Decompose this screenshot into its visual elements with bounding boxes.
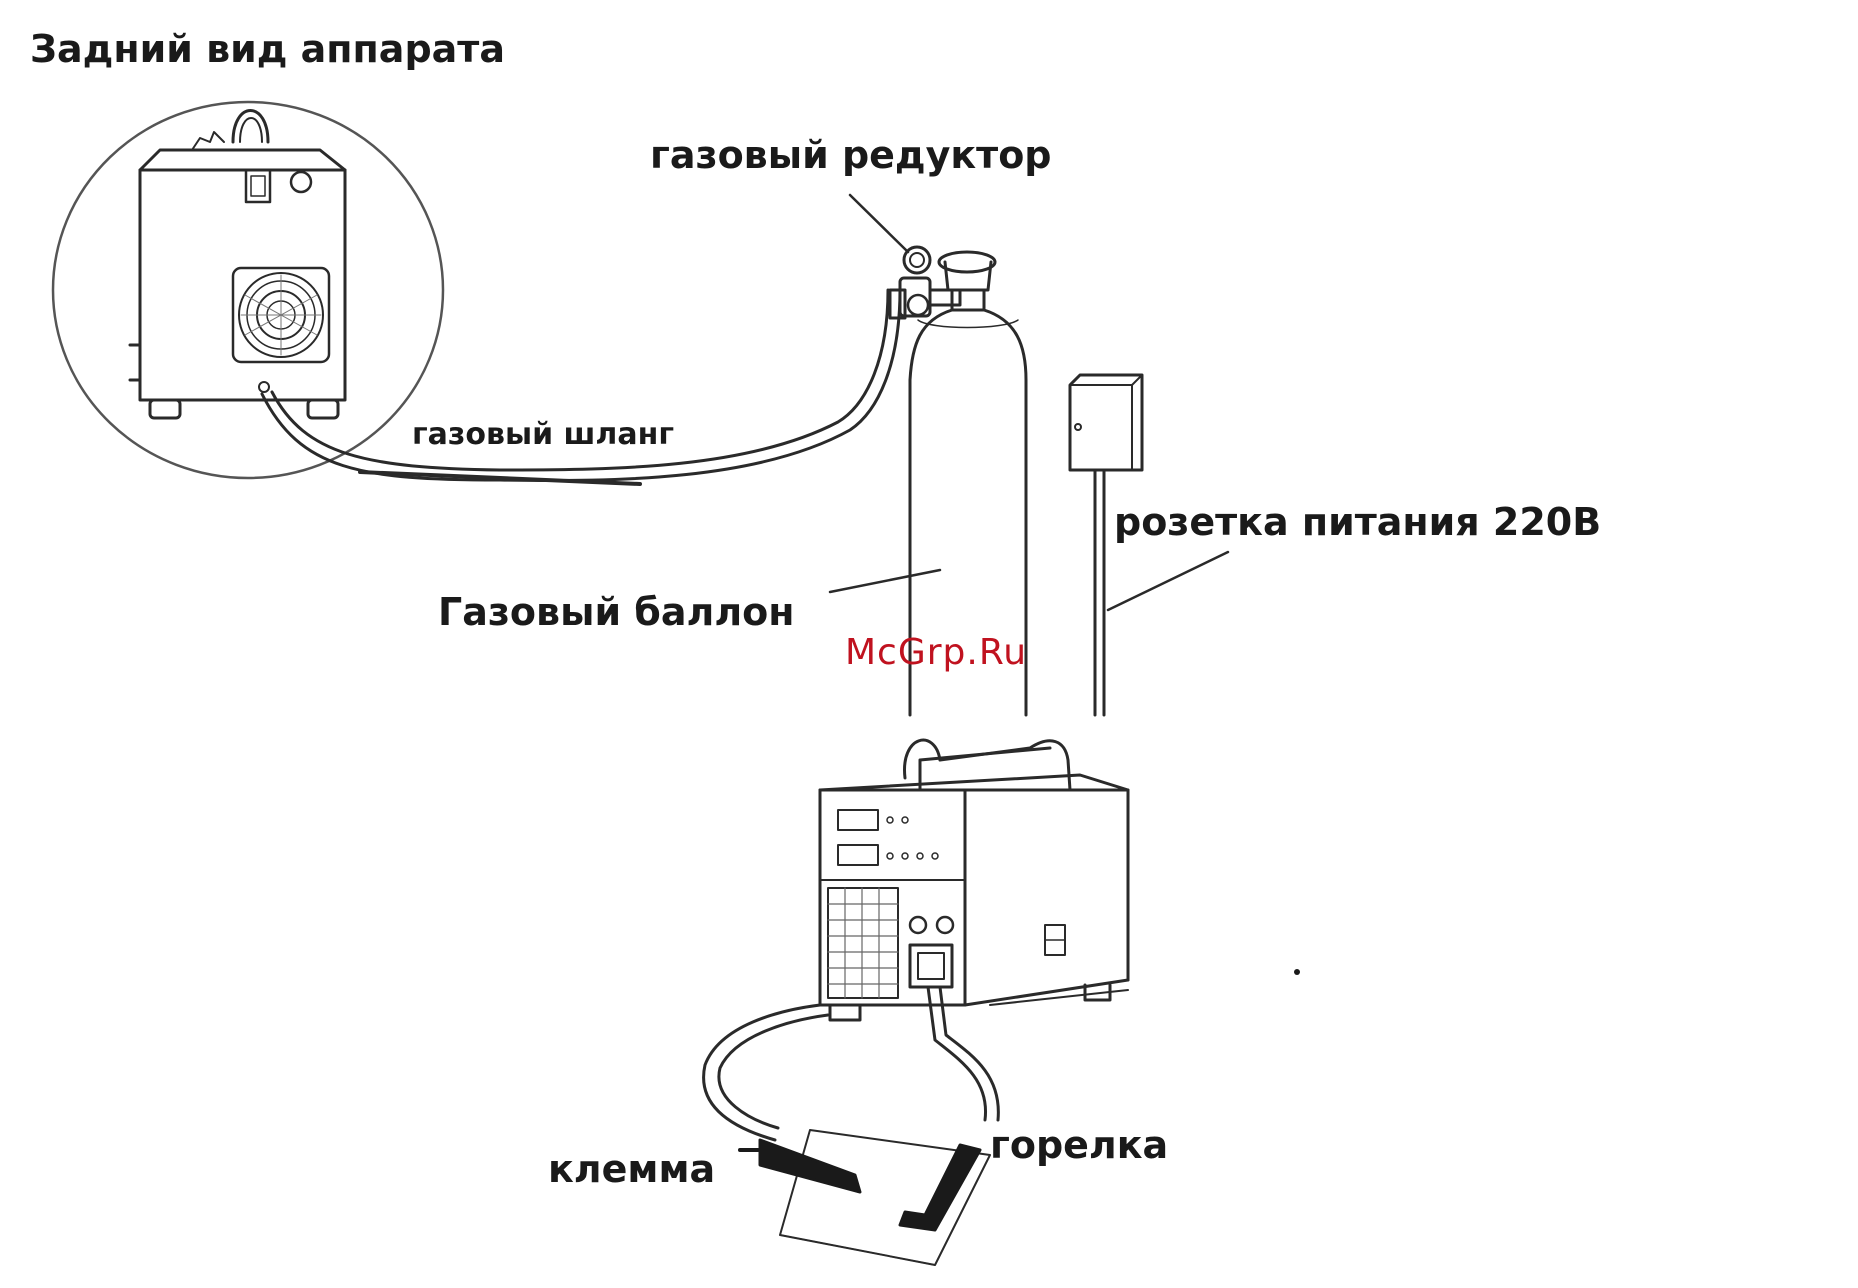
gas-inlet: [259, 382, 269, 392]
gas-cylinder-label: Газовый баллон: [438, 593, 795, 631]
stray-dot: [1294, 969, 1300, 975]
torch-drawing: [900, 1145, 980, 1230]
gas-hose-line: [262, 290, 900, 484]
regulator-leader-line: [850, 195, 908, 252]
watermark: McGrp.Ru: [845, 635, 1027, 671]
rear-view-machine-body: [130, 111, 345, 419]
socket-leader-line: [1108, 552, 1228, 610]
power-socket-drawing: [1070, 375, 1142, 715]
welding-cables: [704, 987, 999, 1140]
gas-regulator-label: газовый редуктор: [650, 136, 1052, 174]
gas-hose-label: газовый шланг: [412, 420, 674, 450]
power-socket-label: розетка питания 220В: [1114, 503, 1601, 541]
cooling-fan: [233, 268, 329, 362]
clamp-label: клемма: [548, 1150, 715, 1188]
rear-view-label: Задний вид аппарата: [30, 30, 505, 68]
torch-label: горелка: [990, 1126, 1168, 1164]
power-switch: [246, 170, 270, 202]
welding-machine-drawing: [820, 740, 1128, 1020]
clamp-drawing: [760, 1140, 860, 1192]
cylinder-leader-line: [830, 570, 940, 592]
cable-inlet: [291, 172, 311, 192]
gas-regulator-drawing: [890, 247, 960, 318]
